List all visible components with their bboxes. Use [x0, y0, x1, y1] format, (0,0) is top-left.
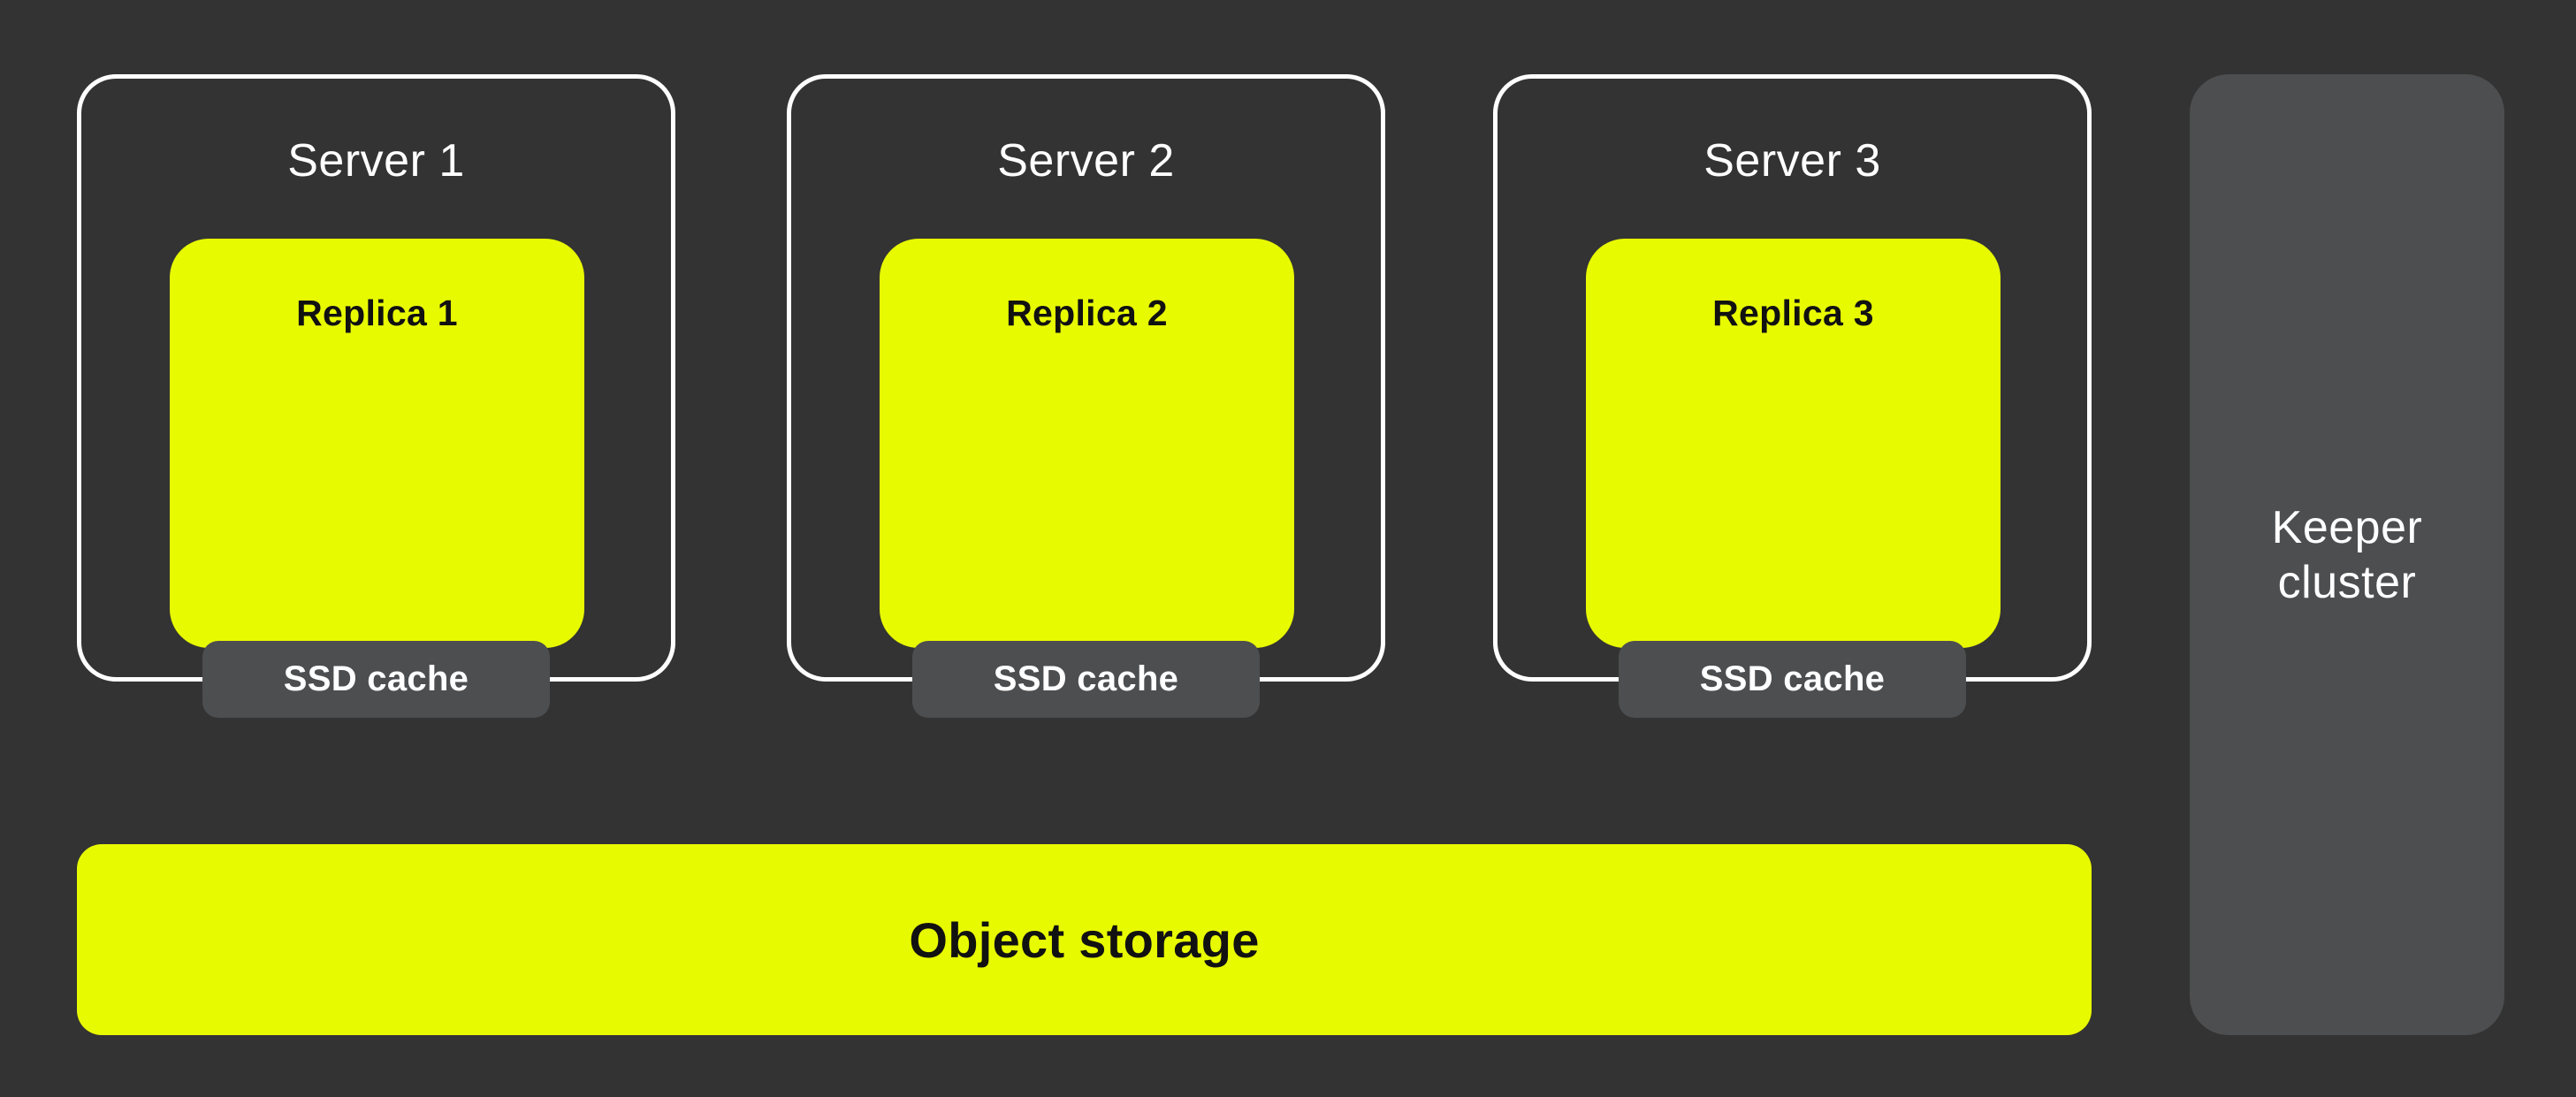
replica-3-box: Replica 3 — [1586, 239, 2001, 648]
server-2-box: Server 2 Replica 2 SSD cache — [787, 74, 1385, 718]
server-2-title: Server 2 — [997, 135, 1175, 187]
replica-1-box: Replica 1 — [170, 239, 584, 648]
ssd-cache-1-badge: SSD cache — [202, 641, 550, 718]
keeper-cluster-panel: Keeper cluster — [2190, 74, 2504, 1035]
object-storage-box: Object storage — [77, 844, 2092, 1035]
ssd-cache-1-label: SSD cache — [283, 659, 469, 698]
ssd-cache-3-badge: SSD cache — [1619, 641, 1966, 718]
server-1-box: Server 1 Replica 1 SSD cache — [77, 74, 675, 718]
ssd-cache-2-label: SSD cache — [993, 659, 1179, 698]
keeper-cluster-label: Keeper cluster — [2271, 501, 2423, 608]
server-3-title: Server 3 — [1703, 135, 1881, 187]
server-1-title: Server 1 — [287, 135, 465, 187]
ssd-cache-3-label: SSD cache — [1699, 659, 1886, 698]
ssd-cache-2-badge: SSD cache — [912, 641, 1260, 718]
object-storage-label: Object storage — [909, 911, 1260, 968]
replica-2-label: Replica 2 — [1006, 293, 1168, 333]
replica-2-box: Replica 2 — [880, 239, 1294, 648]
replica-1-label: Replica 1 — [296, 293, 458, 333]
replica-3-label: Replica 3 — [1712, 293, 1874, 333]
server-3-box: Server 3 Replica 3 SSD cache — [1493, 74, 2092, 718]
